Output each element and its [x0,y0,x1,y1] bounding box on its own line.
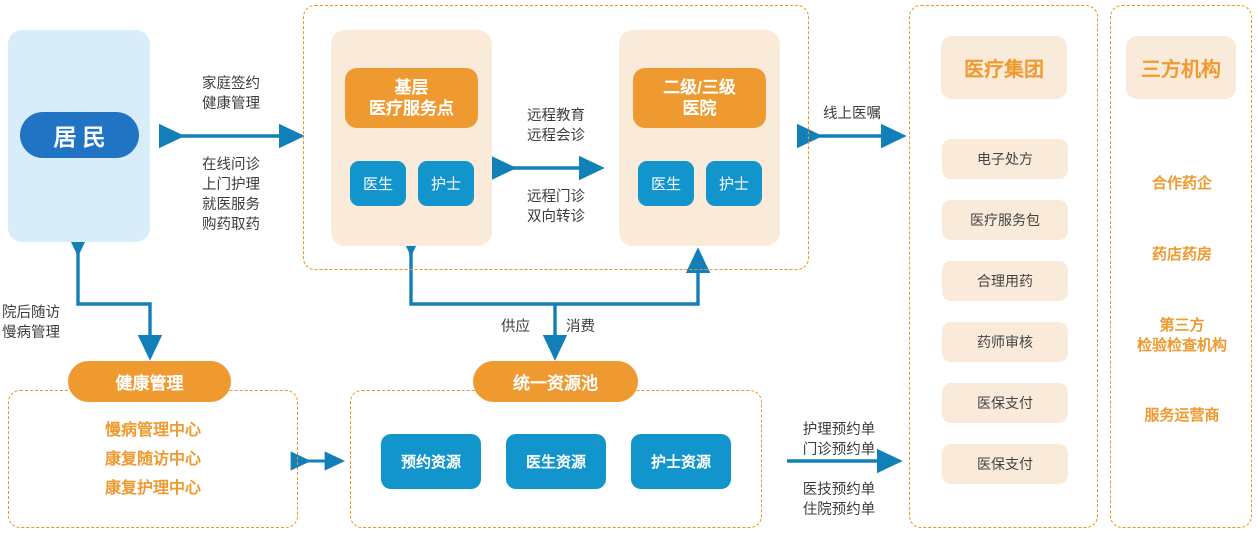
third-party-item-1[interactable]: 药店药房 [1151,246,1212,263]
third-party-item-2[interactable]: 第三方 检验检查机构 [1136,317,1227,354]
org-card-primary: 基层 医疗服务点 医生 护士 [331,30,492,246]
role-nurse-primary[interactable]: 护士 [418,161,474,206]
medical-group-item-0[interactable]: 电子处方 [942,139,1068,179]
medical-group-item-3[interactable]: 药师审核 [942,322,1068,362]
core-service-panel [303,5,809,270]
label-consume: 消费 [566,319,595,335]
resource-pool-title[interactable]: 统一资源池 [473,361,638,402]
label-post-discharge: 院后随访 慢病管理 [2,305,60,341]
role-doctor-primary[interactable]: 医生 [350,161,406,206]
health-management-title[interactable]: 健康管理 [68,361,231,402]
resource-item-2[interactable]: 护士资源 [631,434,731,489]
medical-group-item-2[interactable]: 合理用药 [942,261,1068,301]
org-card-hospital: 二级/三级 医院 医生 护士 [619,30,780,246]
label-orders-bottom: 医技预约单 住院预约单 [802,482,876,518]
health-management-item-0[interactable]: 慢病管理中心 [104,422,201,439]
third-party-item-3[interactable]: 服务运营商 [1144,407,1220,424]
label-remote-bottom: 远程门诊 双向转诊 [527,189,585,225]
label-resident-bottom: 在线问诊 上门护理 就医服务 购药取药 [202,157,260,233]
label-resident-top: 家庭签约 健康管理 [202,76,260,112]
medical-group-panel: 医疗集团 电子处方 医疗服务包 合理用药 药师审核 医保支付 医保支付 [909,5,1098,528]
health-management-items: 慢病管理中心 康复随访中心 康复护理中心 [8,416,298,503]
medical-group-item-5[interactable]: 医保支付 [942,444,1068,484]
resident-badge[interactable]: 居民 [20,112,139,158]
role-doctor-hospital[interactable]: 医生 [638,161,694,206]
resource-item-0[interactable]: 预约资源 [381,434,481,489]
role-nurse-hospital[interactable]: 护士 [706,161,762,206]
third-party-title[interactable]: 三方机构 [1126,36,1236,99]
health-management-item-2[interactable]: 康复护理中心 [104,480,201,497]
org-title-hospital[interactable]: 二级/三级 医院 [633,68,766,128]
label-supply: 供应 [501,319,530,335]
label-orders-top: 护理预约单 门诊预约单 [802,422,876,458]
medical-group-item-4[interactable]: 医保支付 [942,383,1068,423]
medical-group-item-1[interactable]: 医疗服务包 [942,200,1068,240]
label-remote-top: 远程教育 远程会诊 [527,108,585,144]
third-party-panel: 三方机构 合作药企 药店药房 第三方 检验检查机构 服务运营商 [1110,5,1252,528]
medical-group-title[interactable]: 医疗集团 [941,36,1067,99]
third-party-item-0[interactable]: 合作药企 [1151,175,1212,192]
resource-item-1[interactable]: 医生资源 [506,434,606,489]
label-online-order: 线上医嘱 [823,106,881,122]
org-title-primary[interactable]: 基层 医疗服务点 [345,68,478,128]
health-management-item-1[interactable]: 康复随访中心 [104,451,201,468]
